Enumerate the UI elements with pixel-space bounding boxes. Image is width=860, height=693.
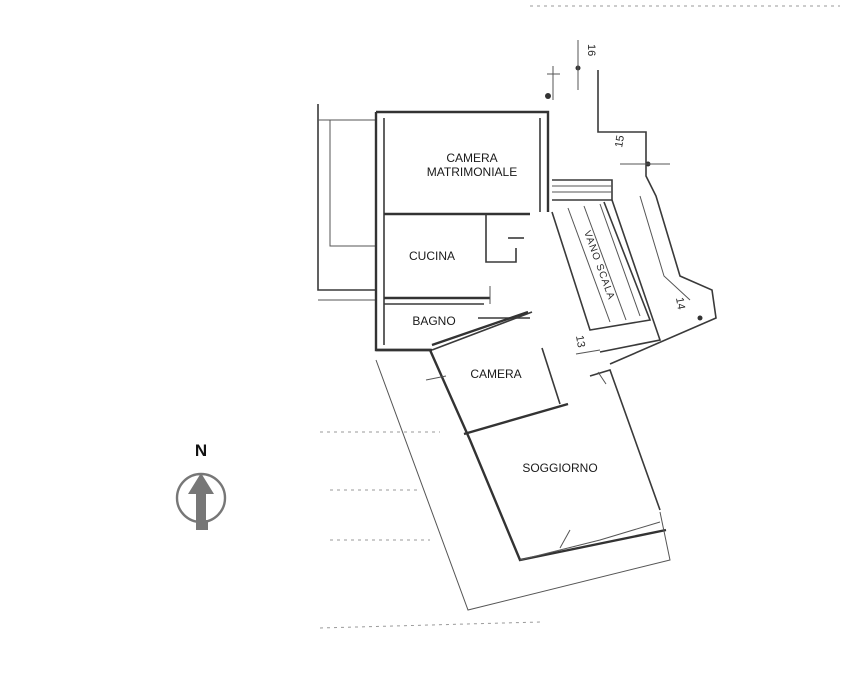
level-label-13: 13 — [573, 334, 587, 348]
partition-walls — [384, 212, 530, 319]
lower-block — [375, 310, 671, 611]
room-label-camera-matrimoniale-line1: CAMERA — [446, 151, 497, 165]
east-landing — [597, 70, 717, 365]
room-label-camera: CAMERA — [470, 367, 521, 381]
level-markers — [545, 40, 703, 355]
faint-traces — [319, 5, 840, 629]
north-label: N — [195, 441, 207, 460]
room-label-cucina: CUCINA — [409, 249, 455, 263]
stair-well — [551, 179, 662, 353]
room-label-soggiorno: SOGGIORNO — [522, 461, 597, 475]
level-label-15: 15 — [613, 134, 627, 148]
north-arrow-icon — [175, 472, 227, 530]
room-label-bagno: BAGNO — [412, 314, 455, 328]
level-label-14: 14 — [673, 296, 687, 310]
west-balcony — [317, 104, 376, 301]
level-label-16: 16 — [585, 44, 597, 56]
room-label-camera-matrimoniale-line2: MATRIMONIALE — [427, 165, 517, 179]
